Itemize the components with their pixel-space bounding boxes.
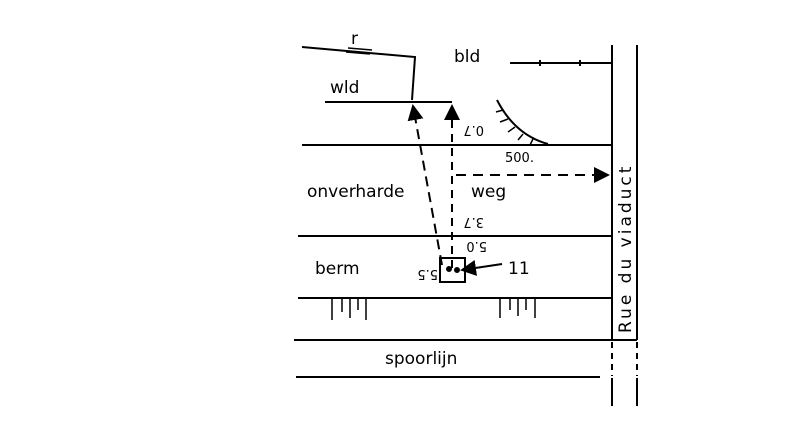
- dashed-diagonal: [407, 104, 443, 266]
- label-spoorlijn: spoorlijn: [385, 349, 457, 369]
- slope-hatch: [495, 109, 534, 146]
- measure-0-7: 0.7: [463, 122, 484, 137]
- label-berm: berm: [315, 259, 360, 279]
- r-marks: [345, 47, 373, 55]
- point-leader: [460, 260, 503, 276]
- bld-line: [510, 60, 612, 66]
- label-wld: wld: [330, 78, 359, 98]
- measure-5-5: 5.5: [417, 266, 438, 281]
- measure-5-0: 5.0: [466, 238, 487, 253]
- point-id: 11: [508, 259, 530, 279]
- label-weg: weg: [471, 182, 506, 202]
- street-dashed: [611, 342, 638, 376]
- ditch-marks-west: [331, 298, 367, 320]
- label-r: r: [351, 29, 358, 49]
- ditch-marks-east: [499, 298, 536, 318]
- label-bld: bld: [454, 47, 480, 67]
- street-name: Rue du viaduct: [616, 164, 636, 333]
- street-lower: [611, 378, 638, 406]
- slope-curve: [496, 99, 549, 145]
- label-onverharde: onverharde: [307, 182, 405, 202]
- measure-3-7: 3.7: [463, 214, 484, 229]
- boundary-line-r: [301, 46, 417, 101]
- measure-500: 500.: [505, 151, 534, 166]
